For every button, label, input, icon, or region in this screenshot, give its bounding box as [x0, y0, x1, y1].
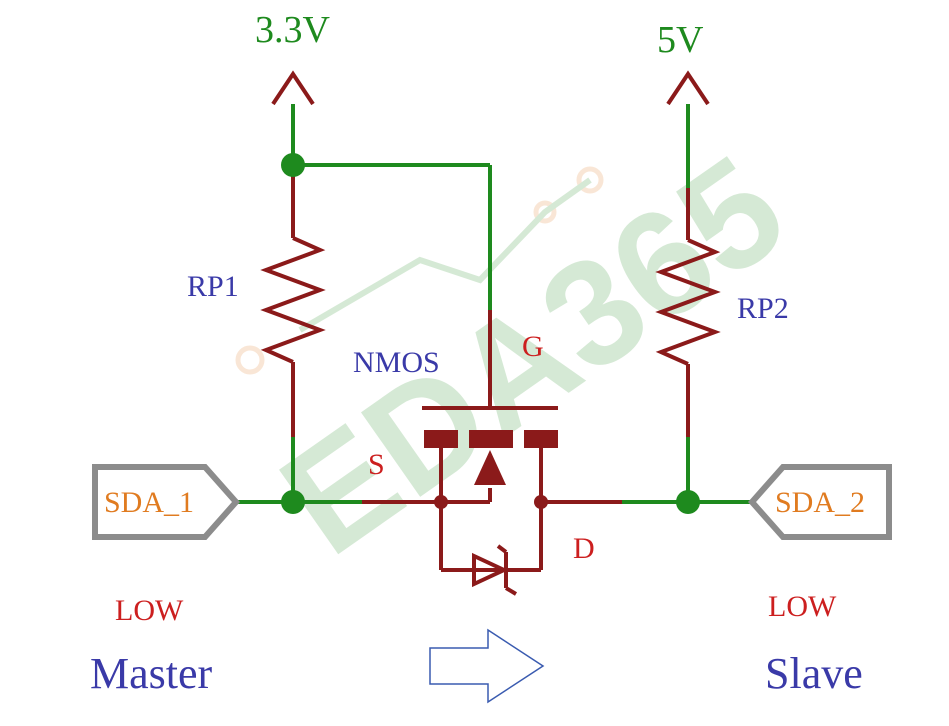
rp2-resistor-zigzag: [655, 238, 721, 366]
sda2-port: [747, 464, 892, 540]
junction-dots: [281, 153, 700, 514]
sda2-label: SDA_2: [775, 486, 865, 519]
rp2-label: RP2: [737, 292, 789, 325]
right-arrow-outline-icon: [429, 628, 545, 704]
nmos-body-arrow-icon: [474, 450, 506, 485]
rail-3v3-label: 3.3V: [255, 9, 331, 51]
sda1-port: [92, 464, 241, 540]
sda1-label: SDA_1: [104, 486, 194, 519]
drain-label: D: [573, 532, 595, 565]
body-diode-icon: [472, 544, 518, 596]
source-label: S: [368, 448, 385, 481]
slave-label: Slave: [765, 649, 863, 698]
right-level-label: LOW: [768, 590, 837, 623]
left-level-label: LOW: [115, 594, 184, 627]
rail-5v-label: 5V: [657, 19, 704, 61]
nmos-channel: [424, 430, 558, 485]
gate-label: G: [522, 330, 544, 363]
master-label: Master: [90, 649, 213, 698]
rp1-resistor-zigzag: [260, 236, 326, 364]
nmos-label: NMOS: [353, 346, 440, 379]
small-junction-dots: [434, 495, 548, 509]
dark-red-wires: [260, 70, 721, 572]
rp1-label: RP1: [187, 270, 239, 303]
